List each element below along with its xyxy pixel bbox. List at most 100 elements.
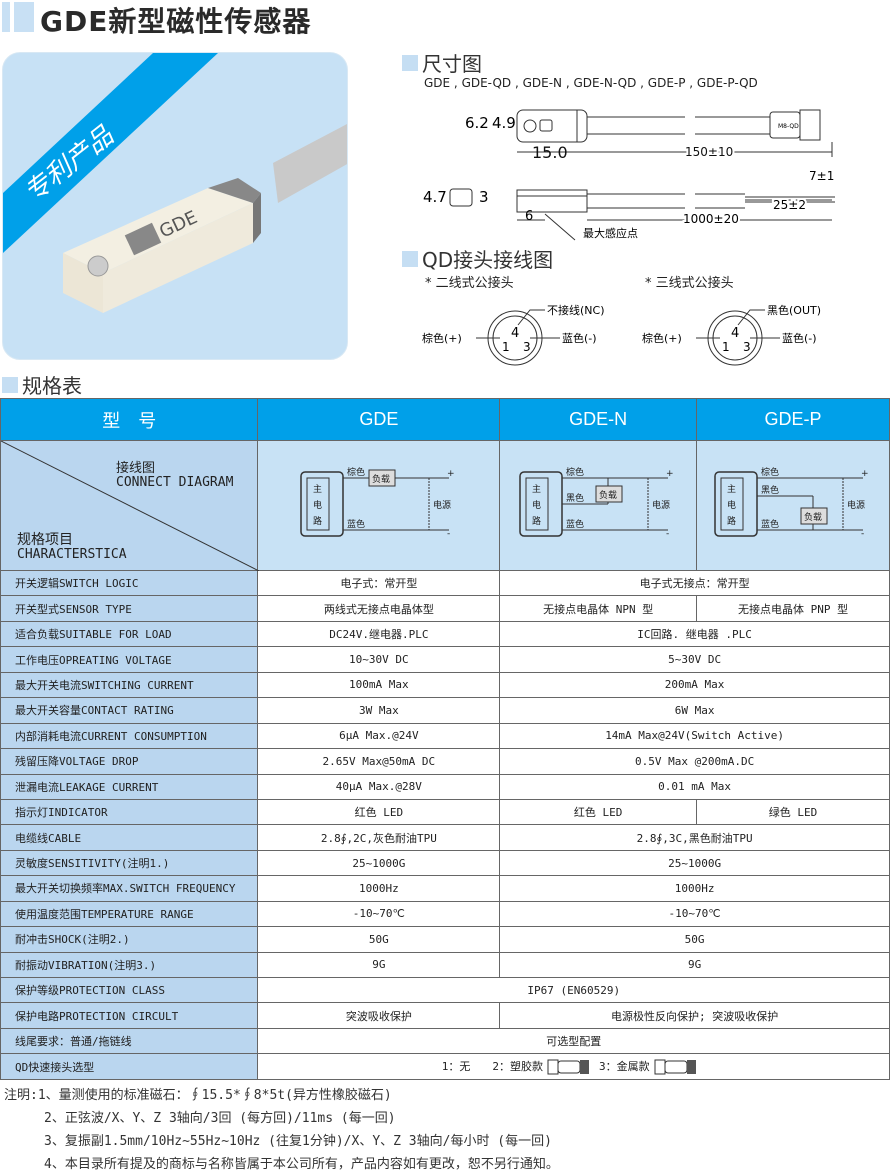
header-gde-p: GDE-P <box>696 398 890 441</box>
spec-value: 9G <box>499 951 890 979</box>
spec-value: IP67 (EN60529) <box>257 976 890 1004</box>
svg-text:电源: 电源 <box>652 499 670 511</box>
svg-text:+: + <box>447 469 455 479</box>
spec-label: 开关型式SENSOR TYPE <box>0 595 259 622</box>
svg-text:黑色: 黑色 <box>566 492 584 504</box>
svg-text:-: - <box>861 529 864 539</box>
svg-text:负载: 负载 <box>804 511 822 523</box>
spec-label: 内部消耗电流CURRENT CONSUMPTION <box>0 722 259 750</box>
svg-text:7±1: 7±1 <box>809 169 834 183</box>
spec-value: 6W Max <box>499 697 890 724</box>
spec-value: 电源极性反向保护; 突波吸收保护 <box>499 1002 890 1029</box>
spec-label: 最大开关电流SWITCHING CURRENT <box>0 671 259 699</box>
svg-text:主: 主 <box>532 483 541 495</box>
spec-value: 1000Hz <box>257 875 501 902</box>
spec-value: 10~30V DC <box>257 646 501 673</box>
svg-text:蓝色(-): 蓝色(-) <box>782 331 817 345</box>
spec-value: 25~1000G <box>499 849 890 877</box>
note-3: 3、复振副1.5mm/10Hz~55Hz~10Hz (往复1分钟)/X、Y、Z … <box>44 1134 552 1149</box>
svg-text:3: 3 <box>743 340 751 354</box>
svg-text:6.2: 6.2 <box>465 114 489 132</box>
svg-text:蓝色(-): 蓝色(-) <box>562 331 597 345</box>
spec-value: 2.8∮,3C,黑色耐油TPU <box>499 824 890 851</box>
svg-text:M8-QD: M8-QD <box>778 123 799 130</box>
qd-option-3: 3：金属款 <box>599 1059 650 1073</box>
svg-text:-: - <box>447 529 450 539</box>
spec-value: 50G <box>499 926 890 953</box>
spec-label: 使用温度范围TEMPERATURE RANGE <box>0 900 259 928</box>
spec-value: 1000Hz <box>499 875 890 902</box>
svg-text:+: + <box>666 469 674 479</box>
spec-value: 红色 LED <box>257 798 501 826</box>
three-wire-label: * 三线式公接头 <box>645 276 734 291</box>
svg-text:4: 4 <box>731 326 739 341</box>
spec-value: IC回路. 继电器 .PLC <box>499 620 890 648</box>
svg-text:电源: 电源 <box>433 499 451 511</box>
spec-row: 使用温度范围TEMPERATURE RANGE-10~70℃-10~70℃ <box>0 900 890 928</box>
spec-value: 6μA Max.@24V <box>257 722 501 750</box>
dimension-drawing: 6.2 4.9 15.0 150±10 M8-QD 4.7 3 6 1000±2… <box>423 109 835 241</box>
spec-value: 200mA Max <box>499 671 890 699</box>
spec-heading: 规格表 <box>2 370 82 399</box>
spec-label: 适合负载SUITABLE FOR LOAD <box>0 620 259 648</box>
svg-text:3: 3 <box>479 188 489 206</box>
spec-label: QD快速接头选型 <box>0 1053 259 1080</box>
spec-value: 25~1000G <box>257 849 501 877</box>
svg-text:15.0: 15.0 <box>532 143 568 162</box>
spec-value: -10~70℃ <box>257 900 501 928</box>
title-decoration <box>2 2 34 32</box>
connector-icon <box>654 1059 696 1075</box>
page-title: GDE新型磁性传感器 <box>40 5 312 38</box>
svg-text:不接线(NC): 不接线(NC) <box>547 303 605 317</box>
connector-icon <box>547 1059 590 1075</box>
spec-label: 耐冲击SHOCK(注明2.) <box>0 926 259 953</box>
spec-label: 泄漏电流LEAKAGE CURRENT <box>0 773 259 800</box>
spec-label: 耐振动VIBRATION(注明3.) <box>0 951 259 979</box>
spec-value: 3W Max <box>257 697 501 724</box>
spec-label: 保护等级PROTECTION CLASS <box>0 976 259 1004</box>
svg-text:-: - <box>666 529 669 539</box>
svg-text:25±2: 25±2 <box>773 198 806 212</box>
spec-value: -10~70℃ <box>499 900 890 928</box>
two-wire-label: * 二线式公接头 <box>425 276 514 291</box>
spec-value: 无接点电晶体 PNP 型 <box>696 595 890 622</box>
svg-text:棕色(+): 棕色(+) <box>642 331 682 345</box>
svg-text:+: + <box>861 469 869 479</box>
spec-value: 红色 LED <box>499 798 698 826</box>
svg-text:主: 主 <box>313 483 322 495</box>
svg-text:1000±20: 1000±20 <box>683 212 739 226</box>
svg-text:蓝色: 蓝色 <box>566 518 584 530</box>
svg-text:电: 电 <box>532 499 541 511</box>
spec-label: 保护电路PROTECTION CIRCULT <box>0 1002 259 1029</box>
header-model: 型 号 <box>0 398 259 441</box>
spec-value: 无接点电晶体 NPN 型 <box>499 595 698 622</box>
spec-value: 两线式无接点电晶体型 <box>257 595 501 622</box>
spec-value: 电子式无接点：常开型 <box>499 569 890 597</box>
svg-text:1: 1 <box>502 340 510 354</box>
svg-text:电: 电 <box>727 499 736 511</box>
spec-label: 指示灯INDICATOR <box>0 798 259 826</box>
svg-text:路: 路 <box>313 515 322 527</box>
spec-value: 50G <box>257 926 501 953</box>
svg-text:棕色: 棕色 <box>761 466 779 478</box>
spec-value: 可选型配置 <box>257 1027 890 1055</box>
svg-text:4: 4 <box>511 326 519 341</box>
wiring-diagram-gde-n: 主电路 棕色蓝色 电源+-黑色负载 <box>499 440 698 571</box>
spec-value: 电子式：常开型 <box>257 569 501 597</box>
svg-text:3: 3 <box>523 340 531 354</box>
svg-text:蓝色: 蓝色 <box>761 518 779 530</box>
spec-value: 40μA Max.@28V <box>257 773 501 800</box>
spec-value: 0.01 mA Max <box>499 773 890 800</box>
